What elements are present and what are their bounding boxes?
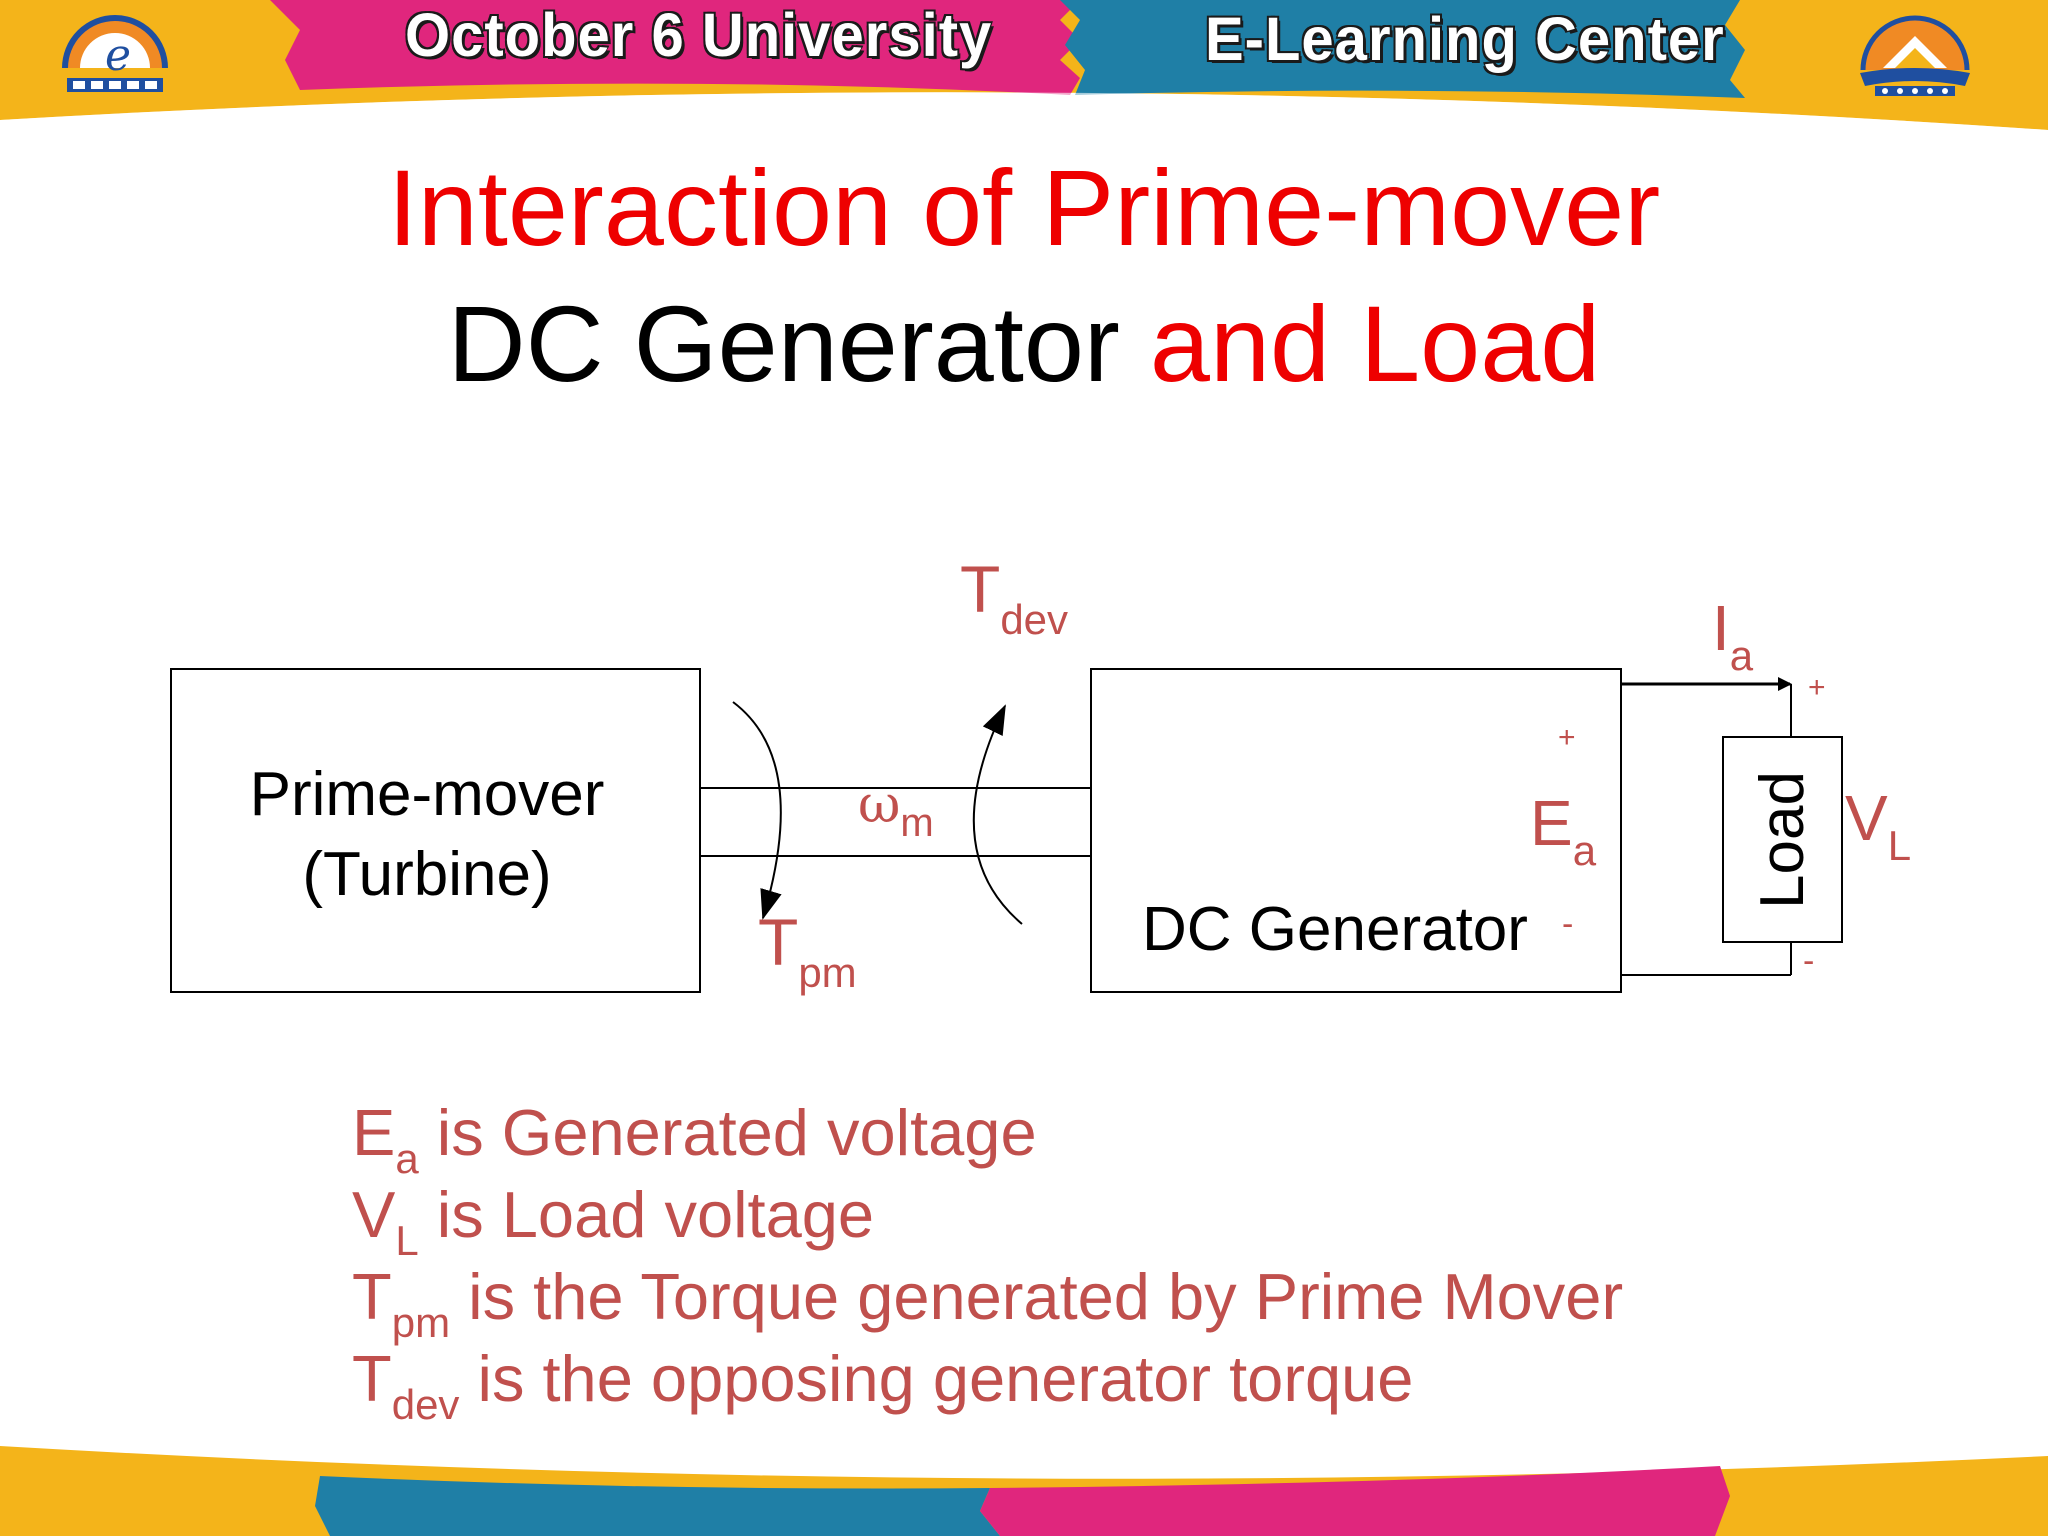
omega-label: ωm bbox=[858, 775, 934, 845]
footer-banner bbox=[0, 1446, 2048, 1536]
header-banner bbox=[0, 0, 2048, 130]
symbol-legend: Ea is Generated voltage VL is Load volta… bbox=[352, 1092, 1624, 1428]
prime-mover-box bbox=[170, 668, 701, 993]
ea-minus-sign: - bbox=[1562, 905, 1573, 943]
svg-text:e: e bbox=[105, 30, 131, 81]
legend-row-tpm: Tpm is the Torque generated by Prime Mov… bbox=[352, 1260, 1624, 1346]
turbine-label: (Turbine) bbox=[302, 840, 551, 909]
university-logo-icon bbox=[1860, 15, 1970, 96]
ea-label: Ea bbox=[1530, 787, 1597, 874]
prime-mover-label: Prime-mover bbox=[250, 760, 605, 829]
load-label: Load bbox=[1748, 771, 1817, 909]
tpm-label: Tpm bbox=[758, 905, 857, 996]
elearning-logo-icon: e bbox=[62, 15, 168, 92]
legend-row-tdev: Tdev is the opposing generator torque bbox=[352, 1342, 1414, 1428]
legend-row-ea: Ea is Generated voltage bbox=[352, 1096, 1037, 1182]
tdev-arrow bbox=[972, 704, 1023, 925]
tdev-label: Tdev bbox=[960, 560, 1068, 643]
prime-mover-generator-load-diagram: Prime-mover (Turbine) ωm Tpm Tdev DC Gen… bbox=[170, 560, 1911, 996]
slide-title-line2: DC Generator and Load bbox=[0, 278, 2048, 410]
header-elearning-text: E-Learning Center bbox=[1205, 5, 1725, 74]
vl-label: VL bbox=[1845, 782, 1911, 869]
title-and-load: and Load bbox=[1149, 283, 1601, 404]
vl-plus-sign: + bbox=[1808, 671, 1826, 704]
ia-label: Ia bbox=[1712, 592, 1754, 679]
tpm-arrow bbox=[732, 701, 782, 920]
dc-generator-box bbox=[1090, 668, 1622, 993]
header-university-text: October 6 University bbox=[405, 1, 993, 70]
slide-title-line1: Interaction of Prime-mover bbox=[387, 147, 1661, 268]
vl-minus-sign: - bbox=[1803, 942, 1814, 980]
legend-row-vl: VL is Load voltage bbox=[352, 1178, 875, 1264]
title-dc-generator: DC Generator bbox=[447, 283, 1120, 404]
dc-generator-label: DC Generator bbox=[1142, 895, 1528, 964]
load-box bbox=[1722, 736, 1843, 943]
ea-plus-sign: + bbox=[1558, 721, 1576, 754]
